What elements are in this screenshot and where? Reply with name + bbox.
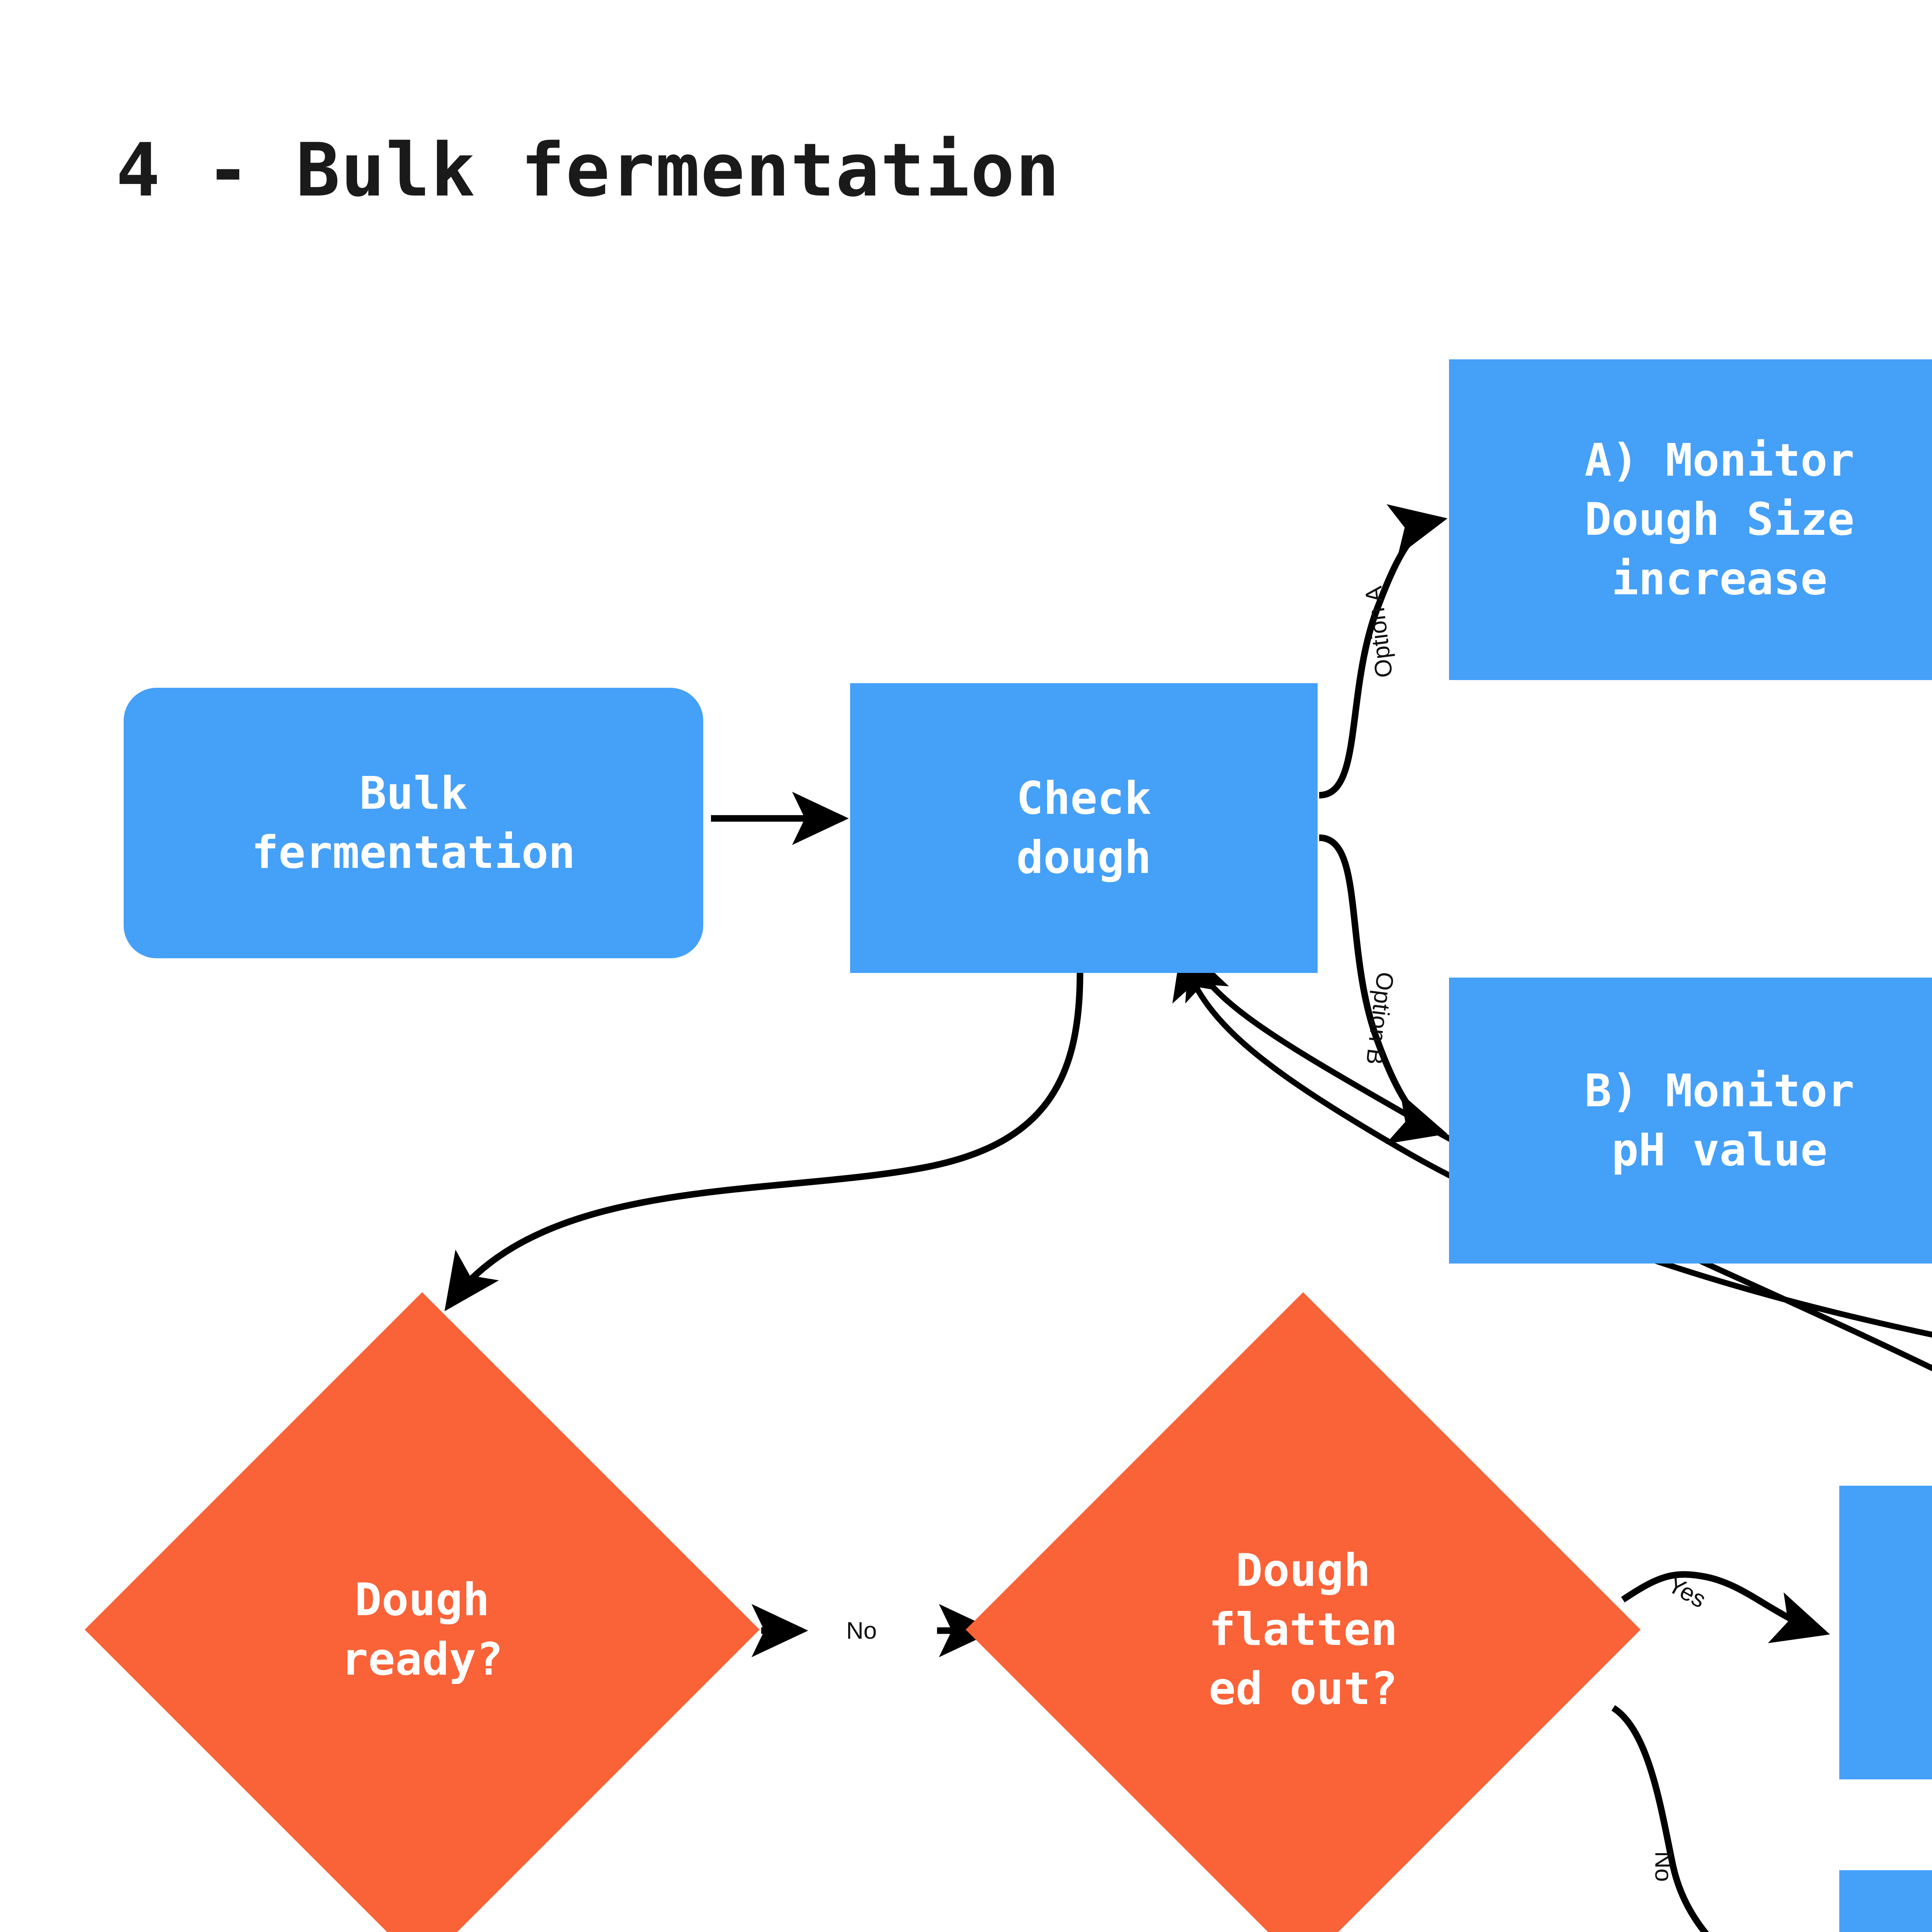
node-check-dough[interactable]: Check dough xyxy=(850,683,1318,973)
node-dough-ready[interactable]: Dough ready? xyxy=(85,1292,760,1932)
edge-group-loopback xyxy=(1172,948,1932,1371)
node-monitor-ph-value[interactable]: B) Monitor pH value xyxy=(1449,978,1932,1264)
edge-label-flattened-no: No xyxy=(1650,1851,1677,1882)
edge-label-dough-ready-no: No xyxy=(846,1617,877,1644)
edge-flattened-yes-to-stretch xyxy=(1621,1571,1830,1643)
node-stretch-and-fold[interactable]: Stretch and fold xyxy=(1839,1486,1932,1779)
node-dough-flattened-out[interactable]: Dough flatten ed out? xyxy=(966,1292,1641,1932)
edge-wait-to-check-loopback xyxy=(1185,948,1932,1371)
edge-flattened-no-to-wait xyxy=(1611,1705,1709,1932)
node-monitor-dough-size-label: A) Monitor Dough Size increase xyxy=(1584,434,1855,605)
page-title: 4 - Bulk fermentation xyxy=(116,128,1061,213)
node-monitor-dough-size[interactable]: A) Monitor Dough Size increase xyxy=(1449,359,1932,680)
edge-check-to-monitor-ph xyxy=(1319,834,1447,1144)
edge-check-to-dough-ready xyxy=(444,973,1083,1311)
node-wait-60-minutes[interactable]: Wait 60 minutes xyxy=(1839,1870,1932,1932)
edge-check-to-monitor-size xyxy=(1319,504,1448,799)
node-bulk-fermentation-label: Bulk fermentation xyxy=(251,767,576,879)
node-dough-ready-label: Dough ready? xyxy=(341,1574,503,1685)
edge-group xyxy=(444,504,1830,1932)
edge-stretch-to-check-loopback xyxy=(1172,949,1932,1338)
node-monitor-ph-value-label: B) Monitor pH value xyxy=(1584,1065,1855,1176)
node-dough-flattened-out-label: Dough flatten ed out? xyxy=(1209,1544,1398,1715)
node-check-dough-label: Check dough xyxy=(1016,772,1151,884)
node-bulk-fermentation[interactable]: Bulk fermentation xyxy=(124,688,703,958)
